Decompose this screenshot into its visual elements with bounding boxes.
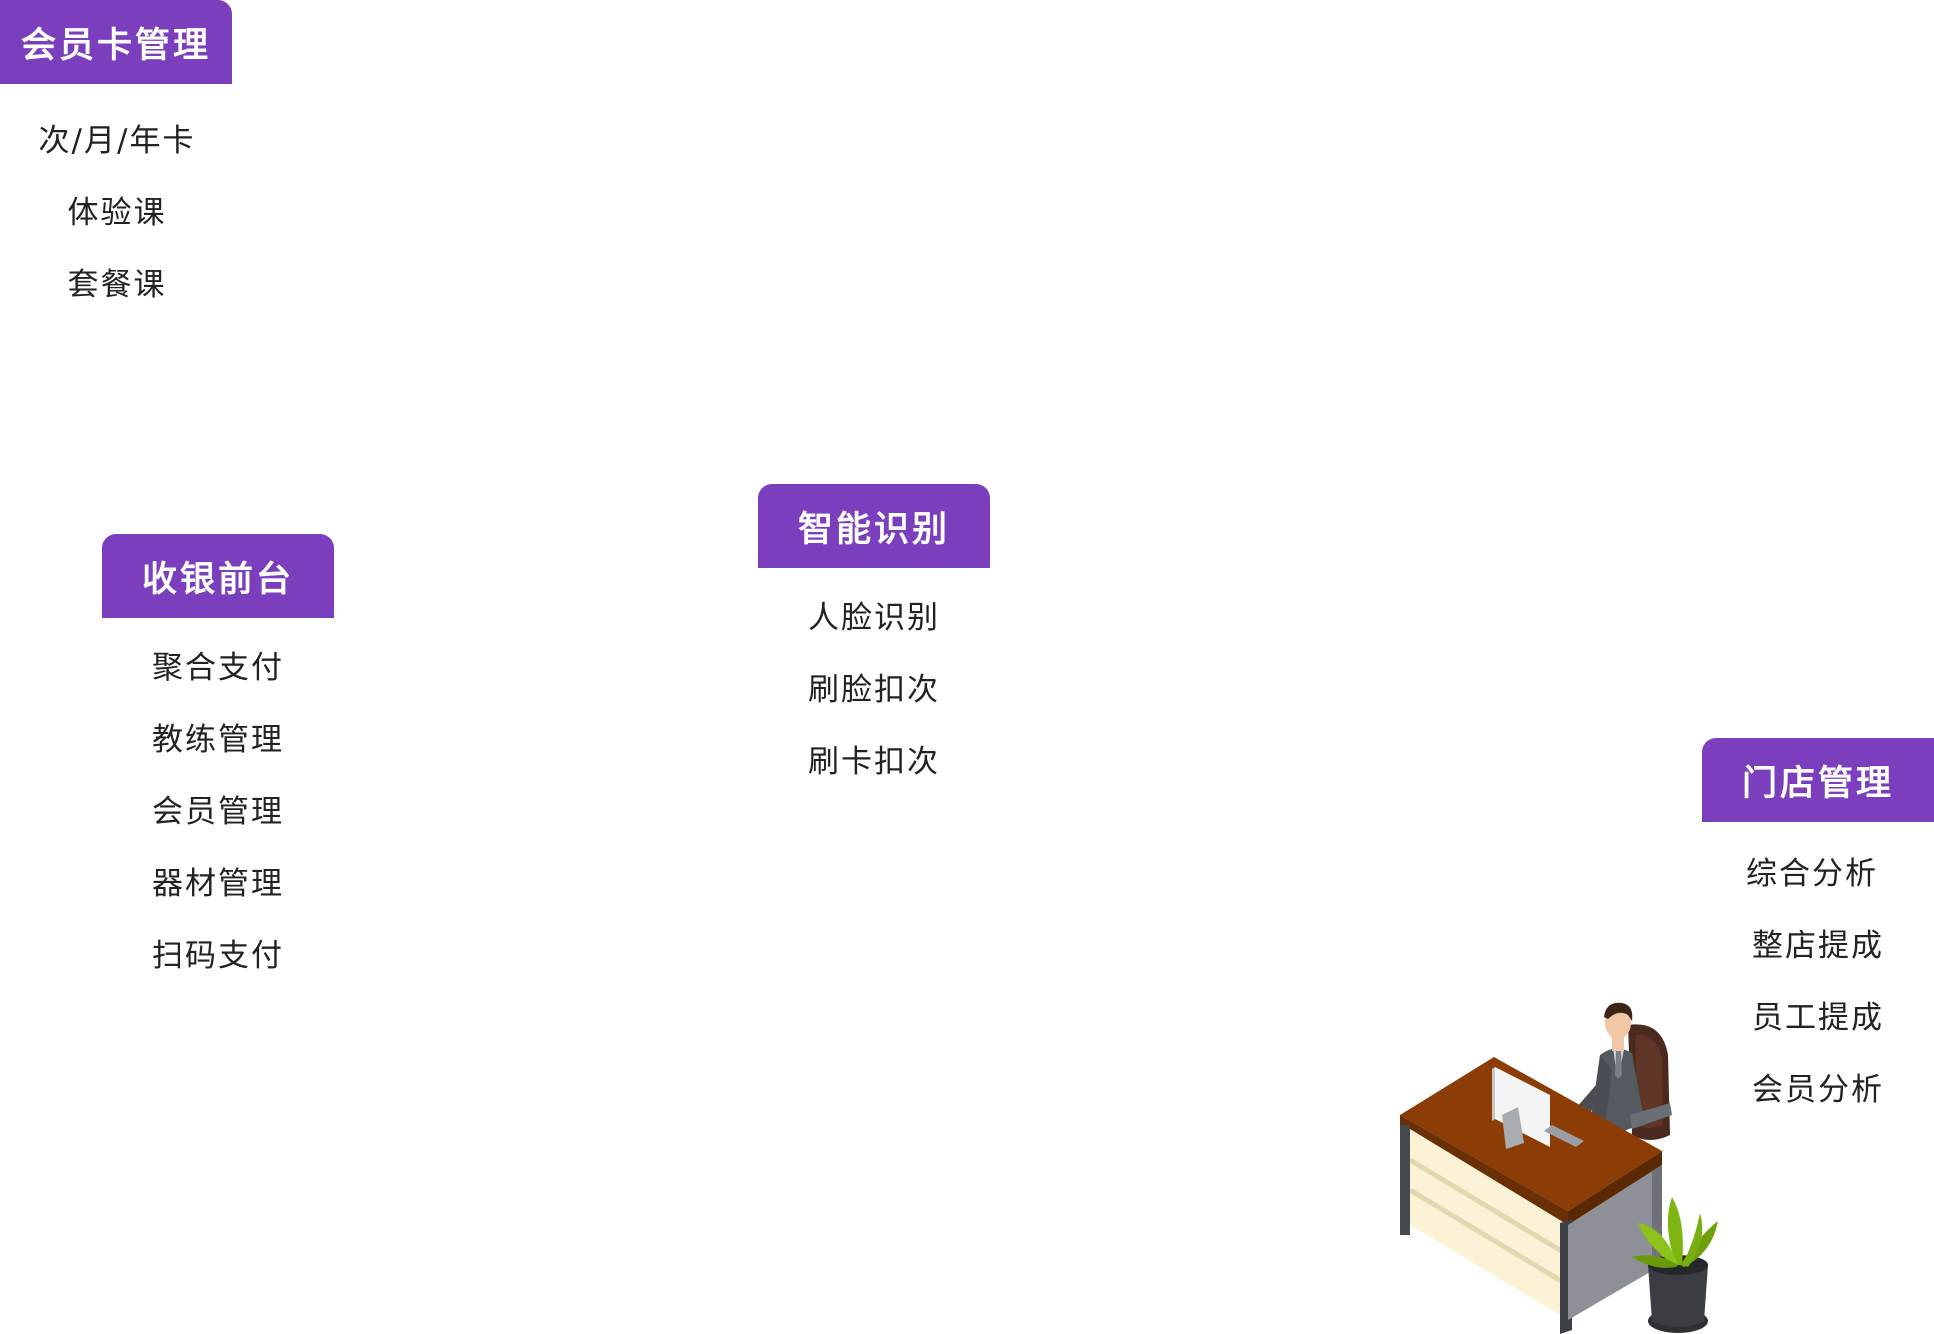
office-desk-illustration bbox=[1400, 1002, 1718, 1334]
cashier-item: 器材管理 bbox=[152, 866, 284, 902]
recognition-item: 刷脸扣次 bbox=[808, 672, 940, 708]
desk-side bbox=[1568, 1165, 1662, 1320]
cashier-item: 聚合支付 bbox=[152, 650, 284, 686]
cashier-header: 收银前台 bbox=[102, 534, 334, 618]
store-item: 整店提成 bbox=[1752, 928, 1884, 964]
store-item: 员工提成 bbox=[1752, 1000, 1884, 1036]
cashier-item: 会员管理 bbox=[152, 794, 284, 830]
desk-front bbox=[1410, 1129, 1568, 1320]
recognition-item: 人脸识别 bbox=[808, 600, 940, 636]
store-item: 综合分析 bbox=[1746, 856, 1878, 892]
monitor bbox=[1495, 1067, 1550, 1147]
store-item: 会员分析 bbox=[1752, 1072, 1884, 1108]
cashier-item: 教练管理 bbox=[152, 722, 284, 758]
membership-header: 会员卡管理 bbox=[0, 0, 232, 84]
recognition-item: 刷卡扣次 bbox=[808, 744, 940, 780]
membership-item: 套餐课 bbox=[67, 267, 167, 303]
store-header: 门店管理 bbox=[1702, 738, 1934, 822]
recognition-header: 智能识别 bbox=[758, 484, 990, 568]
cashier-item: 扫码支付 bbox=[152, 938, 284, 974]
membership-item: 体验课 bbox=[67, 195, 167, 231]
membership-item: 次/月/年卡 bbox=[38, 123, 196, 159]
plant bbox=[1632, 1197, 1718, 1333]
